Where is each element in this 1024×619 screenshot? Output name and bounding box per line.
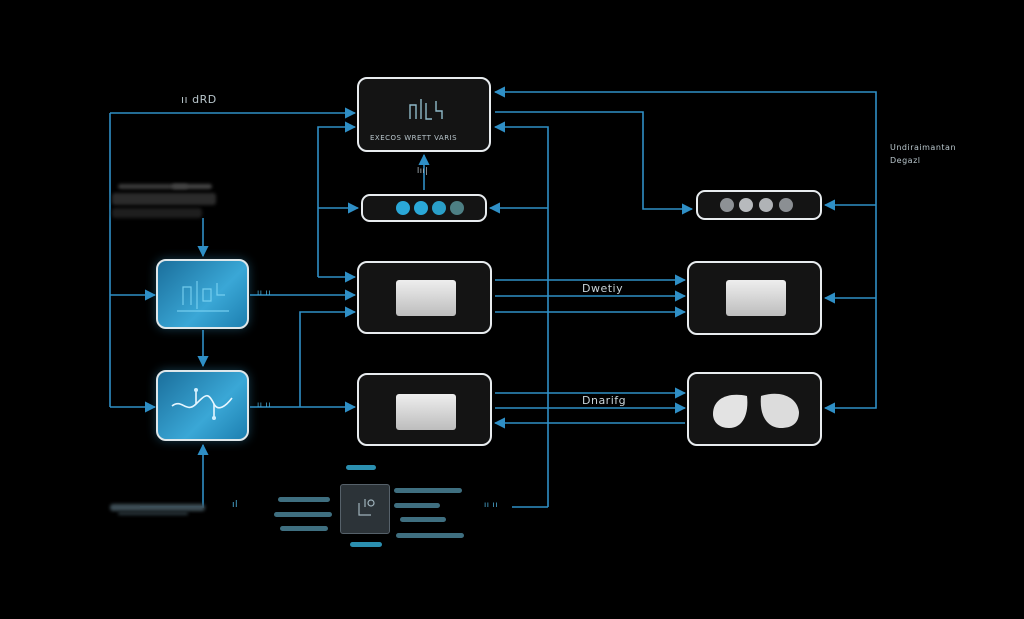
top-node-sub-label: lıı|: [417, 166, 429, 175]
status-dot: [720, 198, 734, 212]
circuit-board-icon: [177, 281, 229, 312]
middle-display-node-1[interactable]: [357, 261, 492, 334]
input-panel: [112, 184, 216, 220]
right-display-node-1[interactable]: [687, 261, 822, 335]
leaf-shapes-icon: [713, 393, 799, 428]
display-pane: [396, 394, 456, 430]
bottom-input-strip: ıl: [110, 500, 245, 520]
right-note-line2: Degazl: [890, 156, 921, 165]
circuit-trace-node[interactable]: [156, 370, 249, 441]
top-node-caption: EXECOS WRETT VARIS: [370, 134, 458, 142]
status-dot: [414, 201, 428, 215]
circuit-board-node[interactable]: [156, 259, 249, 329]
top-processor-node[interactable]: EXECOS WRETT VARIS: [357, 77, 491, 152]
display-pane: [726, 280, 786, 316]
row1-connection-label: Dwetiy: [582, 282, 624, 295]
status-dot: [432, 201, 446, 215]
status-dot: [739, 198, 753, 212]
status-dot: [759, 198, 773, 212]
status-dot-bar-right[interactable]: [696, 190, 822, 220]
cpu-hub-cluster: [272, 460, 472, 552]
right-shapes-node[interactable]: [687, 372, 822, 446]
left-mid-label-1: ıı ıı: [257, 288, 271, 297]
circuit-icon: [409, 99, 443, 120]
middle-display-node-2[interactable]: [357, 373, 492, 446]
status-dot: [396, 201, 410, 215]
circuit-trace-icon: [171, 388, 233, 420]
top-left-label: ıı dRD: [181, 93, 217, 106]
bottom-mid-label: ıı ıı: [484, 500, 498, 509]
right-note-line1: Undiraimantan: [890, 143, 957, 152]
status-dot: [450, 201, 464, 215]
input-strip-marker: ıl: [232, 500, 239, 510]
status-dot-bar-left[interactable]: [361, 194, 487, 222]
row2-connection-label: Dnarifg: [582, 394, 627, 407]
cpu-chip-icon: [340, 484, 390, 534]
display-pane: [396, 280, 456, 316]
status-dot: [779, 198, 793, 212]
left-mid-label-2: ıı ıı: [257, 400, 271, 409]
